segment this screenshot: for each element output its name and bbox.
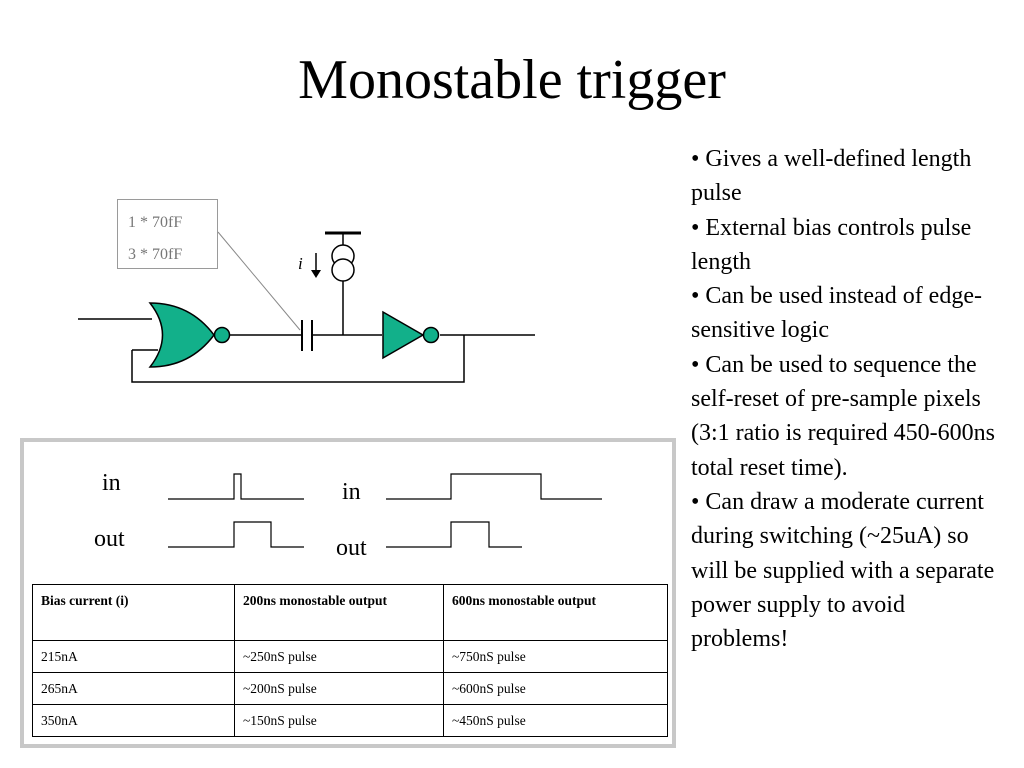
waveform-diagram [168, 473, 602, 548]
table-cell: 265nA [32, 672, 235, 705]
inverter-bubble [422, 326, 440, 344]
capacitor-value-1: 1 * 70fF [128, 214, 183, 231]
table-row: 350nA ~150nS pulse ~450nS pulse [32, 704, 668, 737]
capacitor-values-box: 1 * 70fF 3 * 70fF [117, 199, 218, 269]
table-cell: ~600nS pulse [443, 672, 668, 705]
left-in-label: in [102, 470, 121, 496]
table-row: 215nA ~250nS pulse ~750nS pulse [32, 640, 668, 673]
inverter-gate [382, 310, 425, 360]
bias-current-table: Bias current (i) 200ns monostable output… [32, 584, 668, 737]
right-in-label: in [342, 479, 361, 505]
bullet-item: • External bias controls pulse length [691, 214, 972, 275]
table-cell: ~200nS pulse [234, 672, 444, 705]
bullet-item: • Can draw a moderate current during swi… [691, 488, 995, 653]
capacitor-value-2: 3 * 70fF [128, 246, 183, 263]
bullet-item: • Can be used to sequence the self-reset… [691, 351, 995, 481]
left-out-label: out [94, 526, 125, 552]
column-header: 600ns monostable output [443, 584, 668, 641]
nor-gate [148, 302, 215, 368]
feedback-loop-wire [131, 335, 465, 383]
slide-title: Monostable trigger [298, 49, 726, 111]
table-cell: 215nA [32, 640, 235, 673]
bullet-list: • Gives a well-defined length pulse • Ex… [691, 142, 1001, 656]
table-cell: ~150nS pulse [234, 704, 444, 737]
bullet-item: • Can be used instead of edge-sensitive … [691, 283, 982, 344]
left-out-waveform [168, 521, 304, 548]
table-cell: ~450nS pulse [443, 704, 668, 737]
right-out-label: out [336, 535, 367, 561]
table-row: 265nA ~200nS pulse ~600nS pulse [32, 672, 668, 705]
left-in-waveform [168, 473, 304, 500]
nor-gate-bubble [213, 326, 231, 344]
current-source-lower [331, 258, 355, 282]
table-cell: ~750nS pulse [443, 640, 668, 673]
table-cell: 350nA [32, 704, 235, 737]
table-header-row: Bias current (i) 200ns monostable output… [32, 584, 668, 641]
table-cell: ~250nS pulse [234, 640, 444, 673]
current-label: i [298, 254, 303, 273]
cap-leader-line [217, 231, 301, 331]
bullet-item: • Gives a well-defined length pulse [691, 146, 972, 207]
right-in-waveform [386, 473, 602, 500]
results-panel: in out in out Bias current (i) 200ns mon… [20, 438, 676, 748]
column-header: 200ns monostable output [234, 584, 444, 641]
current-arrow [311, 253, 321, 278]
right-out-waveform [386, 521, 522, 548]
column-header: Bias current (i) [32, 584, 235, 641]
circuit-schematic [78, 231, 535, 383]
